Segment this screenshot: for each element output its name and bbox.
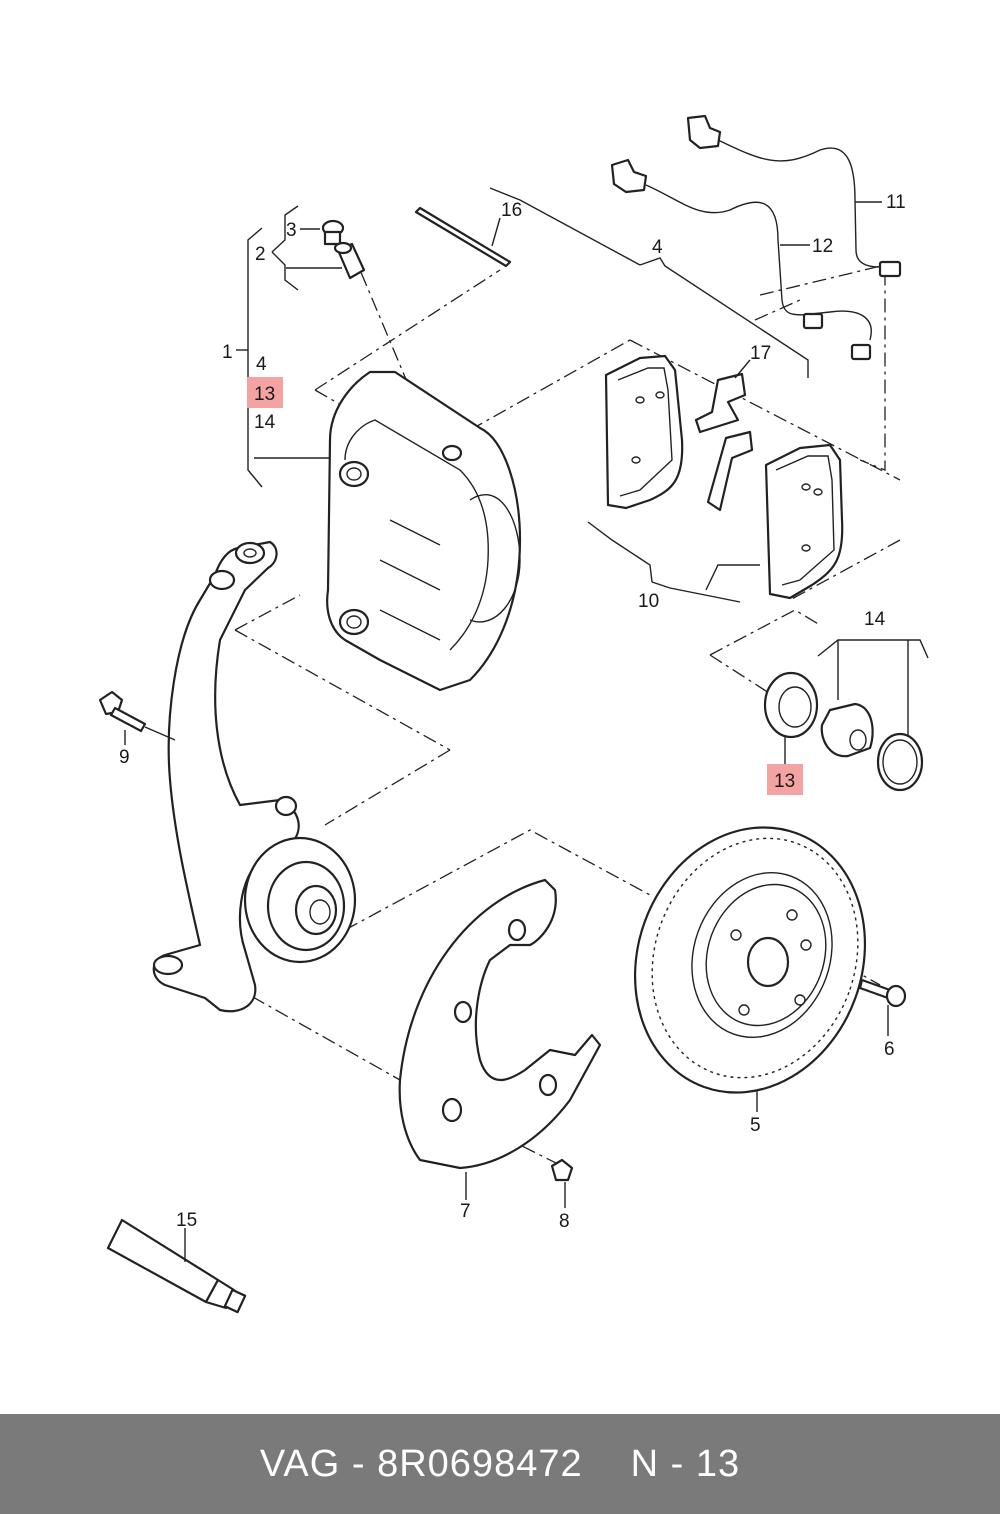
callout-14-group: 14 (254, 412, 276, 433)
callout-4: 4 (652, 237, 663, 258)
brake-assembly-diagram: 1 2 3 4 13 14 16 4 11 12 17 10 14 13 9 6… (98, 114, 929, 1314)
wear-sensor-wires-part (610, 114, 902, 361)
callout-17: 17 (750, 343, 771, 364)
callout-4-group: 4 (256, 354, 267, 375)
bleeder-valve-part (321, 219, 366, 280)
callout-13-lower: 13 (774, 771, 795, 792)
screw-8-part (550, 1158, 574, 1208)
callout-16: 16 (501, 200, 522, 221)
callout-13-upper: 13 (254, 384, 275, 405)
brake-caliper-part (326, 370, 522, 692)
callout-12: 12 (812, 236, 833, 257)
grease-tube-part (106, 1218, 247, 1314)
highlight-13-upper (247, 377, 283, 408)
highlight-13-lower (767, 764, 803, 795)
guide-pin-part (414, 206, 512, 268)
callout-7: 7 (460, 1201, 471, 1222)
diagram-reference-text: N - 13 (630, 1442, 741, 1485)
callout-2: 2 (255, 244, 266, 265)
callout-5: 5 (750, 1115, 761, 1136)
callout-1: 1 (222, 342, 233, 363)
spring-clip-part (694, 359, 754, 512)
callout-8: 8 (559, 1211, 570, 1232)
callout-labels: 1 2 3 4 13 14 16 4 11 12 17 10 14 13 9 6… (119, 192, 906, 1232)
callout-3: 3 (286, 220, 297, 241)
callout-10: 10 (638, 591, 659, 612)
caliper-seal-parts (763, 671, 924, 792)
footer-bar: VAG - 8R0698472 N - 13 (0, 1414, 1000, 1514)
callout-6: 6 (884, 1039, 895, 1060)
callout-15: 15 (176, 1210, 197, 1231)
callout-11: 11 (886, 192, 906, 213)
callout-9: 9 (119, 747, 130, 768)
group-brackets (236, 187, 929, 735)
brake-pads-part (604, 354, 844, 600)
steering-knuckle-part (152, 540, 357, 1013)
callout-14: 14 (864, 609, 886, 630)
part-number-text: VAG - 8R0698472 (259, 1442, 583, 1485)
brake-disc-part (633, 826, 867, 1112)
screw-6-part (858, 978, 907, 1036)
bolt-9-part (98, 690, 176, 745)
splash-shield-part (398, 878, 602, 1200)
